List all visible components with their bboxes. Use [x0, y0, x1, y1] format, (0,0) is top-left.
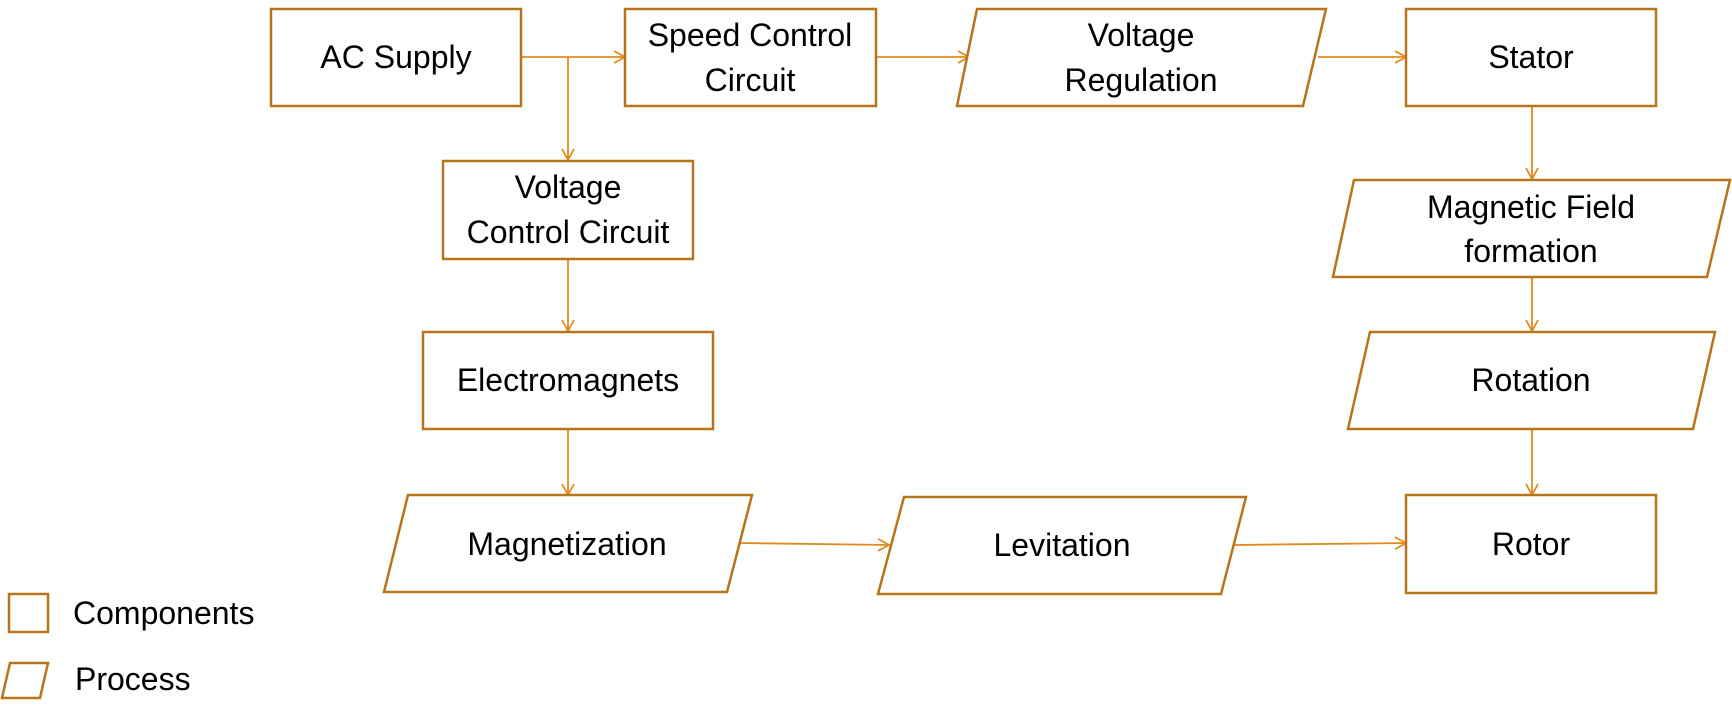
- edge-magnetization-to-levitation: [739, 538, 891, 552]
- node-magnetization: Magnetization: [382, 493, 754, 594]
- node-magnetic-field-label-line1: Magnetic Field: [1427, 189, 1635, 225]
- node-voltage-control-label-line1: Voltage: [515, 169, 622, 205]
- legend-process-swatch: [0, 661, 50, 700]
- legend-process-label: Process: [75, 661, 191, 697]
- node-ac-supply-label: AC Supply: [320, 39, 471, 75]
- node-magnetic-field-label-line2: formation: [1464, 233, 1597, 269]
- node-speed-control-label-line2: Circuit: [705, 62, 796, 98]
- node-rotation-label: Rotation: [1471, 362, 1590, 398]
- node-voltage-regulation-label-line2: Regulation: [1065, 62, 1218, 98]
- node-rotor-label: Rotor: [1492, 526, 1571, 562]
- node-rotor: Rotor: [1404, 493, 1658, 595]
- node-voltage-control-circuit: Voltage Control Circuit: [441, 159, 695, 261]
- edges: [521, 50, 1539, 552]
- node-speed-control-circuit: Speed Control Circuit: [623, 7, 878, 108]
- node-speed-control-label-line1: Speed Control: [648, 17, 853, 53]
- node-electromagnets: Electromagnets: [421, 330, 715, 431]
- node-levitation: Levitation: [876, 495, 1248, 596]
- node-levitation-label: Levitation: [994, 527, 1131, 563]
- node-voltage-regulation: Voltage Regulation: [955, 7, 1328, 108]
- node-electromagnets-label: Electromagnets: [457, 362, 679, 398]
- node-stator: Stator: [1404, 7, 1658, 108]
- edge-levitation-to-rotor: [1233, 536, 1408, 550]
- legend-component-swatch: [7, 592, 50, 634]
- node-stator-label: Stator: [1488, 39, 1574, 75]
- node-magnetic-field-formation: Magnetic Field formation: [1331, 178, 1732, 279]
- nodes: AC Supply Speed Control Circuit Voltage …: [269, 7, 1732, 596]
- node-magnetization-label: Magnetization: [467, 526, 666, 562]
- node-ac-supply: AC Supply: [269, 7, 523, 108]
- legend-components-label: Components: [73, 595, 254, 631]
- legend: Components Process: [0, 592, 254, 700]
- node-voltage-regulation-label-line1: Voltage: [1088, 17, 1195, 53]
- node-rotation: Rotation: [1346, 330, 1717, 431]
- node-voltage-control-label-line2: Control Circuit: [467, 214, 670, 250]
